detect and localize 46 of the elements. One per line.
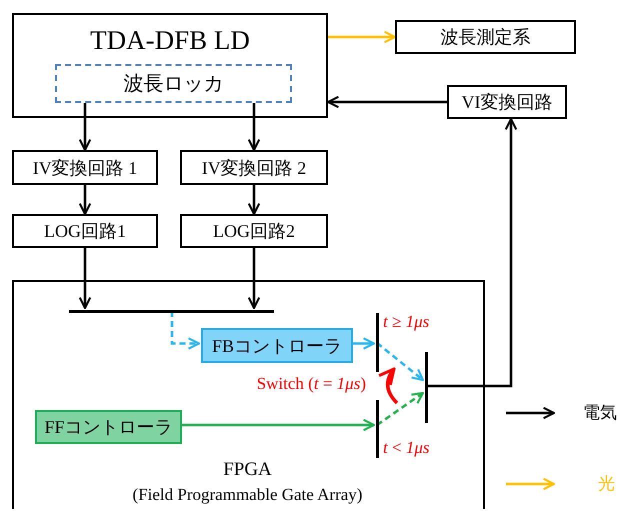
box-label: FFコントローラ <box>44 416 173 439</box>
arrow <box>248 185 260 216</box>
switch-bar <box>376 400 379 458</box>
fpga-subtitle: (Field Programmable Gate Array) <box>132 484 362 506</box>
box-label: 波長測定系 <box>440 26 530 49</box>
arrow <box>170 311 200 350</box>
laser-box <box>12 13 328 118</box>
switch-label: Switch (t = 1μs) <box>256 374 366 394</box>
bus-bar <box>69 310 274 313</box>
process-box <box>12 214 158 248</box>
process-box <box>180 150 328 185</box>
fpga-box <box>12 280 485 509</box>
box-label: FBコントローラ <box>212 334 342 358</box>
arrow <box>78 248 92 310</box>
arrow <box>351 337 376 350</box>
process-box <box>12 150 158 185</box>
arrow <box>376 342 424 382</box>
arrow <box>248 248 260 310</box>
controller-box <box>201 328 353 363</box>
laser-title: TDA-DFB LD <box>90 25 250 56</box>
arrow <box>376 392 424 426</box>
box-label: IV変換回路 2 <box>202 156 306 180</box>
box-label: 波長ロッカ <box>124 70 224 97</box>
legend-label: 電気 <box>583 402 617 424</box>
condition-label: t < 1μs <box>383 438 430 458</box>
box-label: LOG回路1 <box>44 220 126 243</box>
process-box <box>180 214 328 248</box>
arrow <box>426 118 518 388</box>
arrow <box>78 101 92 152</box>
arrow <box>78 185 92 216</box>
fpga-title: FPGA <box>223 458 272 482</box>
switch-bar <box>425 352 428 423</box>
arrow <box>248 101 260 152</box>
condition-label: t ≥ 1μs <box>383 312 430 332</box>
process-box <box>447 85 567 119</box>
box-label: IV変換回路 1 <box>32 156 138 180</box>
locker-box <box>55 64 292 103</box>
process-box <box>395 20 576 54</box>
box-label: LOG回路2 <box>213 220 295 243</box>
arrow <box>326 96 447 108</box>
box-label: VI変換回路 <box>462 91 552 114</box>
arrow <box>328 30 396 44</box>
switch-bar <box>376 313 379 372</box>
controller-box <box>35 410 182 444</box>
legend-label: 光 <box>598 473 615 495</box>
arrow <box>180 418 376 432</box>
